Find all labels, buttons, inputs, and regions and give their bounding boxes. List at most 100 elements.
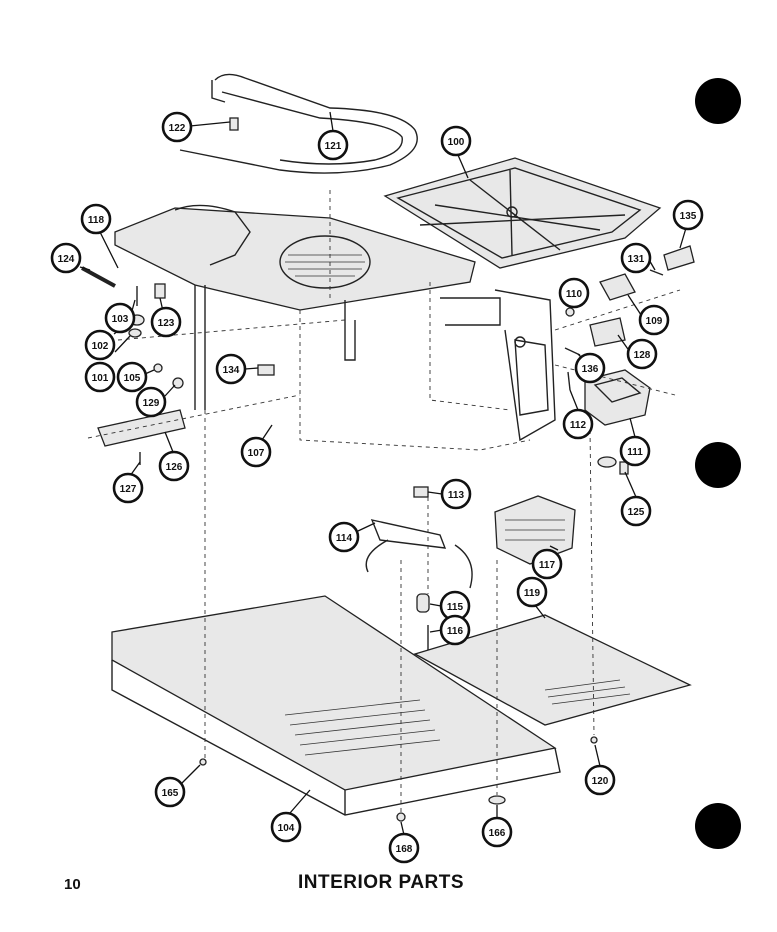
part-125: [597, 456, 617, 468]
svg-text:107: 107: [248, 448, 265, 459]
svg-text:116: 116: [447, 626, 464, 637]
svg-text:110: 110: [566, 289, 583, 300]
callout-113: 113: [440, 478, 472, 510]
svg-text:136: 136: [582, 364, 599, 375]
callout-117: 117: [531, 548, 563, 580]
part-110: [565, 307, 575, 317]
binder-hole-top: [695, 78, 741, 124]
part-121-handle: [179, 73, 418, 174]
callout-111: 111: [619, 435, 651, 467]
svg-text:105: 105: [124, 373, 141, 384]
svg-text:127: 127: [120, 484, 137, 495]
callout-119: 119: [516, 576, 548, 608]
part-134-switch: [257, 364, 275, 376]
callout-134: 134: [215, 353, 247, 385]
part-104-vent: [284, 699, 441, 756]
callout-128: 128: [626, 338, 658, 370]
svg-text:100: 100: [448, 137, 465, 148]
svg-text:104: 104: [278, 823, 295, 834]
svg-text:117: 117: [539, 560, 556, 571]
svg-text:113: 113: [448, 490, 465, 501]
svg-text:124: 124: [58, 254, 75, 265]
part-100-cover: [383, 157, 662, 269]
part-124-rod: [81, 266, 116, 288]
svg-text:129: 129: [143, 398, 160, 409]
callout-102: 102: [84, 329, 116, 361]
callout-127: 127: [112, 472, 144, 504]
callout-125: 125: [620, 495, 652, 527]
svg-text:114: 114: [336, 533, 353, 544]
callout-122: 122: [161, 111, 193, 143]
callout-168: 168: [388, 832, 420, 864]
part-168: [396, 812, 406, 822]
part-129: [172, 377, 184, 389]
part-165: [199, 758, 207, 766]
part-166: [488, 795, 506, 805]
svg-text:118: 118: [88, 215, 105, 226]
svg-text:165: 165: [162, 788, 179, 799]
callout-110: 110: [558, 277, 590, 309]
svg-text:122: 122: [169, 123, 186, 134]
callout-118: 118: [80, 203, 112, 235]
part-131: [649, 269, 664, 276]
callout-136: 136: [574, 352, 606, 384]
part-128: [589, 317, 626, 347]
binder-hole-bottom: [695, 803, 741, 849]
part-104-base: [111, 595, 557, 791]
part-126-plate: [97, 409, 186, 447]
callout-116: 116: [439, 614, 471, 646]
part-119-panel: [413, 614, 692, 726]
svg-text:102: 102: [92, 341, 109, 352]
part-135: [663, 245, 695, 271]
svg-text:112: 112: [570, 420, 587, 431]
svg-text:135: 135: [680, 211, 697, 222]
callout-101: 101: [84, 361, 116, 393]
callout-126: 126: [158, 450, 190, 482]
part-120: [590, 736, 598, 744]
svg-text:109: 109: [646, 316, 663, 327]
page-number: 10: [64, 876, 81, 893]
part-112: [567, 371, 571, 391]
callout-107: 107: [240, 436, 272, 468]
callout-104: 104: [270, 811, 302, 843]
part-101: [128, 328, 142, 338]
part-109: [599, 273, 636, 301]
callout-135: 135: [672, 199, 704, 231]
callout-166: 166: [481, 816, 513, 848]
svg-text:121: 121: [325, 141, 342, 152]
callout-165: 165: [154, 776, 186, 808]
page-title: INTERIOR PARTS: [298, 872, 465, 893]
svg-text:115: 115: [447, 602, 464, 613]
callout-124: 124: [50, 242, 82, 274]
callout-105: 105: [116, 361, 148, 393]
callout-120: 120: [584, 764, 616, 796]
svg-text:168: 168: [396, 844, 413, 855]
svg-text:119: 119: [524, 588, 541, 599]
part-drawings: [81, 73, 695, 822]
callout-109: 109: [638, 304, 670, 336]
callouts: 121 122 100 118 135 124 131 103 123 110 …: [50, 111, 704, 864]
callout-112: 112: [562, 408, 594, 440]
callout-121: 121: [317, 129, 349, 161]
svg-text:123: 123: [158, 318, 175, 329]
part-107-vent-holes: [285, 254, 365, 277]
callout-131: 131: [620, 242, 652, 274]
svg-text:103: 103: [112, 314, 129, 325]
svg-text:101: 101: [92, 373, 109, 384]
svg-text:120: 120: [592, 776, 609, 787]
part-136: [564, 347, 581, 356]
part-105: [153, 363, 163, 373]
part-115: [416, 593, 430, 613]
part-113: [413, 486, 429, 498]
callout-123: 123: [150, 306, 182, 338]
callout-100: 100: [440, 125, 472, 157]
part-114-bracket: [370, 519, 447, 549]
callout-129: 129: [135, 386, 167, 418]
svg-text:166: 166: [489, 828, 506, 839]
svg-text:131: 131: [628, 254, 645, 265]
part-107-cavity-top: [114, 207, 476, 311]
svg-text:126: 126: [166, 462, 183, 473]
part-122-clip: [229, 117, 239, 131]
svg-text:125: 125: [628, 507, 645, 518]
